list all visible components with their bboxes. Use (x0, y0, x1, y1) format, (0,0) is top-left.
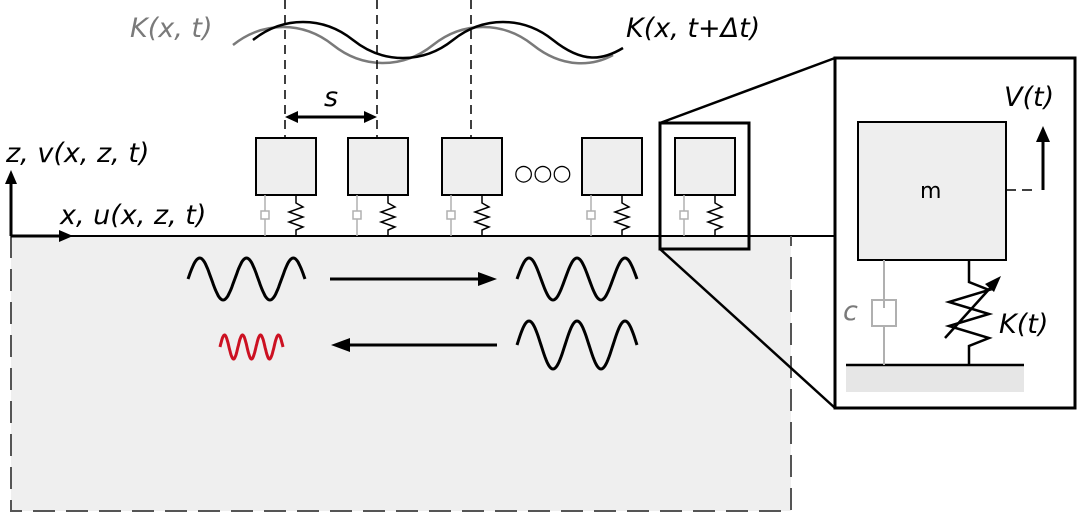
reflected-wave-right (515, 319, 639, 371)
ellipsis-dots: ○○○ (514, 161, 572, 186)
resonator (674, 137, 736, 236)
spacing-arrow (285, 111, 377, 123)
highlight-box (658, 121, 751, 251)
damper-label: c (843, 296, 858, 327)
resonator (347, 137, 409, 236)
resonator (581, 137, 643, 236)
variable-spring-icon (944, 260, 1001, 365)
x-axis-label: x, u(x, z, t) (59, 200, 206, 231)
resonator-array (255, 137, 736, 236)
converted-wave-red (218, 333, 285, 361)
spacing-label: s (324, 82, 338, 113)
incident-wave-right (515, 256, 639, 302)
resonator (255, 137, 317, 236)
k-xt-label: K(x, t) (130, 13, 213, 44)
stiffness-wave-grey (232, 25, 614, 65)
resonator (441, 137, 503, 236)
stiffness-label: K(t) (999, 309, 1048, 340)
zoom-connectors (659, 56, 836, 409)
forward-arrow (330, 272, 497, 286)
damper-icon (871, 260, 897, 365)
coordinate-axes (5, 170, 73, 242)
substrate (10, 235, 835, 512)
backward-arrow (331, 338, 497, 352)
z-axis-label: z, v(x, z, t) (5, 138, 149, 169)
guide-lines (284, 0, 472, 138)
mass-label: m (920, 179, 941, 204)
zoom-inset (833, 56, 1077, 410)
stiffness-wave-black (252, 20, 624, 60)
velocity-label: V(t) (1004, 82, 1054, 113)
k-xt-dt-label: K(x, t+Δt) (626, 13, 760, 44)
incident-wave-left (186, 256, 307, 302)
